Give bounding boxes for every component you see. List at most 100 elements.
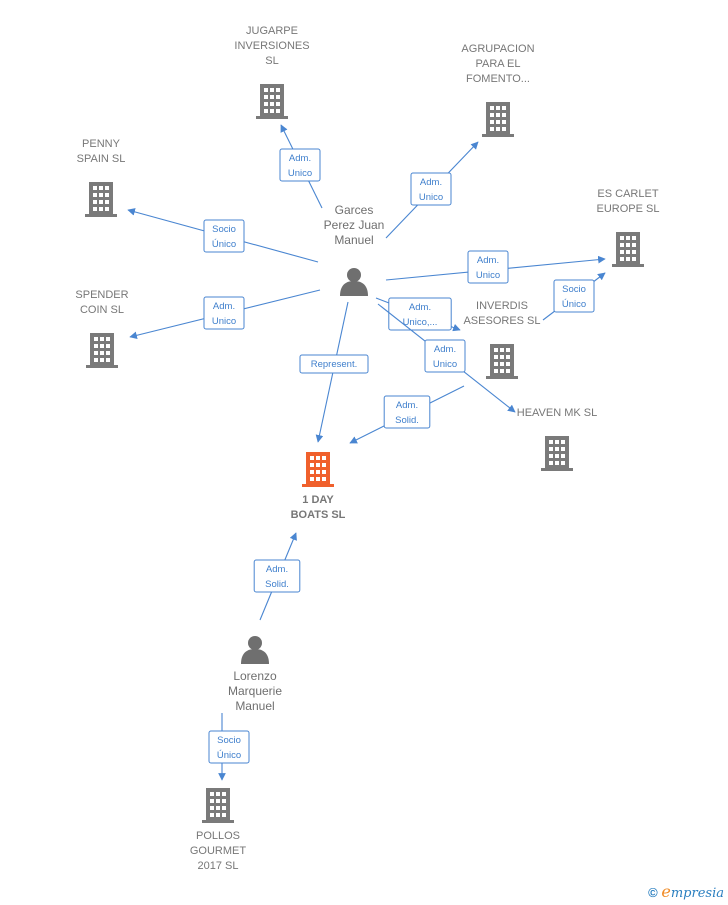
node-oneday[interactable]: 1 DAY BOATS SL (291, 452, 346, 521)
edge-label-text: Adm. (396, 400, 418, 411)
building-icon (85, 182, 117, 217)
edge-label-text: Solid. (395, 415, 419, 426)
building-icon (256, 84, 288, 119)
edge-garces-inverdis[interactable]: Adm. Unico,... (375, 297, 461, 332)
edge-label-text: Adm. (213, 301, 235, 312)
edge-label-text: Unico (212, 316, 236, 327)
edge-garces-oneday[interactable]: Represent. (299, 301, 369, 443)
node-label-line: BOATS SL (291, 509, 346, 521)
node-label-line: FOMENTO... (466, 73, 530, 85)
edge-label-box (299, 354, 369, 374)
node-label-line: AGRUPACION (461, 43, 534, 55)
node-label-line: Manuel (334, 233, 373, 247)
node-label-line: ES CARLET (597, 188, 658, 200)
edges-layer: Adm.UnicoAdm.UnicoSocioÚnicoAdm.UnicoAdm… (127, 124, 606, 781)
node-label-line: Garces (335, 203, 374, 217)
node-label-line: COIN SL (80, 304, 124, 316)
edge-lorenzo-oneday[interactable]: Adm. Solid. (253, 532, 301, 621)
copyright-icon: © (648, 885, 658, 900)
building-icon (486, 344, 518, 379)
node-label-line: Marquerie (228, 684, 282, 698)
node-spender[interactable]: SPENDER COIN SL (75, 289, 129, 368)
node-label-line: GOURMET (190, 845, 247, 857)
node-label-line: PARA EL (475, 58, 520, 70)
brand-initial: e (661, 882, 671, 901)
node-escarlet[interactable]: ES CARLET EUROPE SL (597, 188, 660, 267)
node-label-line: EUROPE SL (597, 203, 660, 215)
node-label-line: POLLOS (196, 830, 240, 842)
edge-label-text: Represent. (311, 359, 357, 370)
brand-name: mpresia (670, 886, 724, 901)
edge-label-text: Unico (288, 168, 312, 179)
edge-label-text: Adm. (434, 344, 456, 355)
building-icon (482, 102, 514, 137)
edge-label-text: Unico (433, 359, 457, 370)
building-icon (612, 232, 644, 267)
edge-label-text: Adm. (289, 153, 311, 164)
edge-label-text: Unico (419, 192, 443, 203)
node-label-line: JUGARPE (246, 25, 298, 37)
nodes-layer: JUGARPE INVERSIONES SL AGRUPACION PARA EL FOM… (75, 25, 659, 872)
edge-label-text: Único (562, 299, 586, 310)
node-pollos[interactable]: POLLOS GOURMET 2017 SL (190, 788, 247, 872)
node-penny[interactable]: PENNY SPAIN SL (77, 138, 126, 217)
edge-garces-spender[interactable]: Adm. Unico (129, 289, 321, 340)
node-jugarpe[interactable]: JUGARPE INVERSIONES SL (234, 25, 310, 119)
edge-label-text: Solid. (265, 579, 289, 590)
edge-label-text: Unico,... (403, 317, 438, 328)
building-icon (541, 436, 573, 471)
person-icon (241, 636, 269, 664)
node-label-line: SPENDER (75, 289, 128, 301)
edge-label-box (553, 279, 595, 313)
node-label-line: SPAIN SL (77, 153, 126, 165)
edge-label-text: Unico (476, 270, 500, 281)
edge-label-box (388, 297, 452, 331)
edge-label-box (424, 339, 466, 373)
node-label-line: PENNY (82, 138, 121, 150)
edge-label-box (279, 148, 321, 182)
node-label-line: Manuel (235, 699, 274, 713)
node-label-line: INVERSIONES (234, 40, 309, 52)
edge-label-text: Socio (562, 284, 586, 295)
person-icon (340, 268, 368, 296)
edge-garces-heaven[interactable]: Adm. Unico (377, 303, 516, 413)
node-label-line: 2017 SL (198, 860, 239, 872)
edge-garces-agrupacion[interactable]: Adm.Unico (385, 141, 479, 239)
building-icon (86, 333, 118, 368)
node-label-line: INVERDIS (476, 300, 528, 312)
node-label-line: HEAVEN MK SL (517, 407, 598, 419)
edge-label-text: Adm. (409, 302, 431, 313)
edge-label-box (383, 395, 431, 429)
edge-label-box (467, 250, 509, 284)
edge-label-text: Adm. (477, 255, 499, 266)
building-icon (302, 452, 334, 487)
brand-footer: © empresia (648, 882, 724, 901)
edge-label-box (253, 559, 301, 593)
building-icon (202, 788, 234, 823)
edge-label-text: Único (212, 239, 236, 250)
edge-label-box (203, 219, 245, 253)
edge-garces-jugarpe[interactable]: Adm. Unico (279, 124, 323, 209)
edge-label-box (410, 172, 452, 206)
edge-inverdis-oneday[interactable]: Adm. Solid. (349, 385, 465, 444)
node-label-line: Lorenzo (233, 669, 277, 683)
edge-label-box (203, 296, 245, 330)
edge-garces-escarlet[interactable]: Adm. Unico (385, 250, 606, 284)
node-heaven[interactable]: HEAVEN MK SL (517, 407, 598, 471)
node-inverdis[interactable]: INVERDIS ASESORES SL (463, 300, 541, 379)
node-agrupacion[interactable]: AGRUPACION PARA EL FOMENTO... (461, 43, 535, 137)
edge-label-text: Adm. (266, 564, 288, 575)
edge-label-text: Socio (217, 735, 241, 746)
node-label-line: 1 DAY (302, 494, 334, 506)
edge-label-text: Único (217, 750, 241, 761)
node-label-line: ASESORES SL (463, 315, 540, 327)
edge-label-text: Socio (212, 224, 236, 235)
node-label-line: SL (265, 55, 278, 67)
node-label-line: Perez Juan (324, 218, 385, 232)
